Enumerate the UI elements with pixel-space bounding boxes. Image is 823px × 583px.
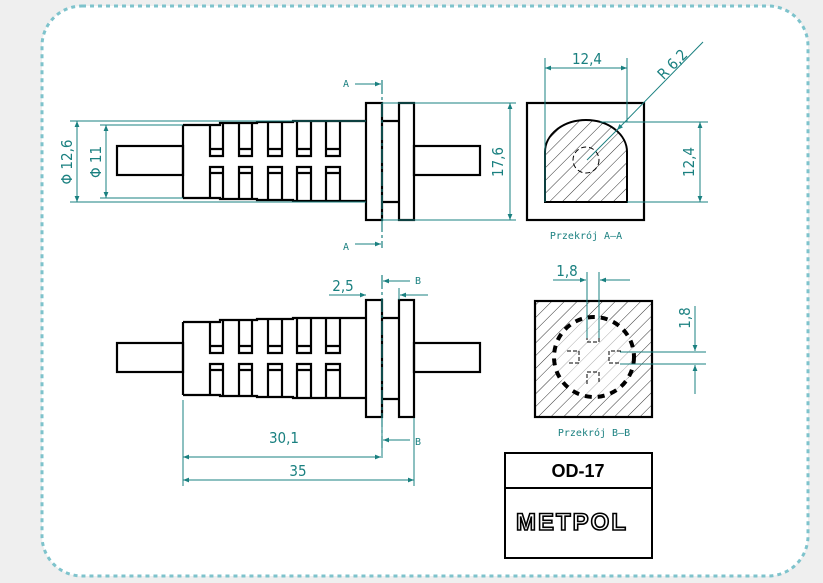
section-marker-b-top: B — [415, 276, 421, 287]
dim-section-b-horizontal: 1,8 — [556, 262, 577, 280]
dim-outer-diameter: Φ 12,6 — [58, 140, 76, 185]
dim-flange-gap: 2,5 — [332, 277, 353, 295]
metpol-logo: METPOL — [516, 509, 628, 536]
dim-section-a-width: 12,4 — [572, 50, 602, 68]
section-marker-a-bottom: A — [343, 242, 349, 253]
side-view: A A Φ 12,6 Φ 11 17,6 — [58, 79, 516, 253]
dim-inner-diameter: Φ 11 — [87, 146, 105, 178]
section-a-view: 12,4 12,4 R 6,2 Przekrój A–A — [525, 41, 708, 242]
bottom-view: B B 2,5 30,1 35 — [115, 275, 482, 486]
dim-total-length: 35 — [289, 462, 306, 480]
dim-flange-height: 17,6 — [489, 147, 507, 177]
section-b-label: Przekrój B–B — [558, 427, 630, 439]
section-b-view: 1,8 1,8 Przekrój B–B — [533, 262, 706, 439]
connector-outline — [115, 101, 482, 222]
section-marker-a-top: A — [343, 79, 349, 90]
section-marker-b-bottom: B — [415, 437, 421, 448]
section-a-label: Przekrój A–A — [550, 230, 622, 242]
sheet-frame — [40, 4, 810, 578]
pin-circle — [552, 315, 636, 399]
part-number: OD-17 — [551, 461, 604, 481]
dim-section-b-vertical: 1,8 — [676, 307, 694, 328]
title-block: OD-17 METPOL — [504, 452, 653, 559]
dim-body-length: 30,1 — [269, 429, 299, 447]
hidden-circle — [572, 146, 600, 174]
body-slots — [208, 121, 342, 201]
dim-section-a-height: 12,4 — [680, 147, 698, 177]
